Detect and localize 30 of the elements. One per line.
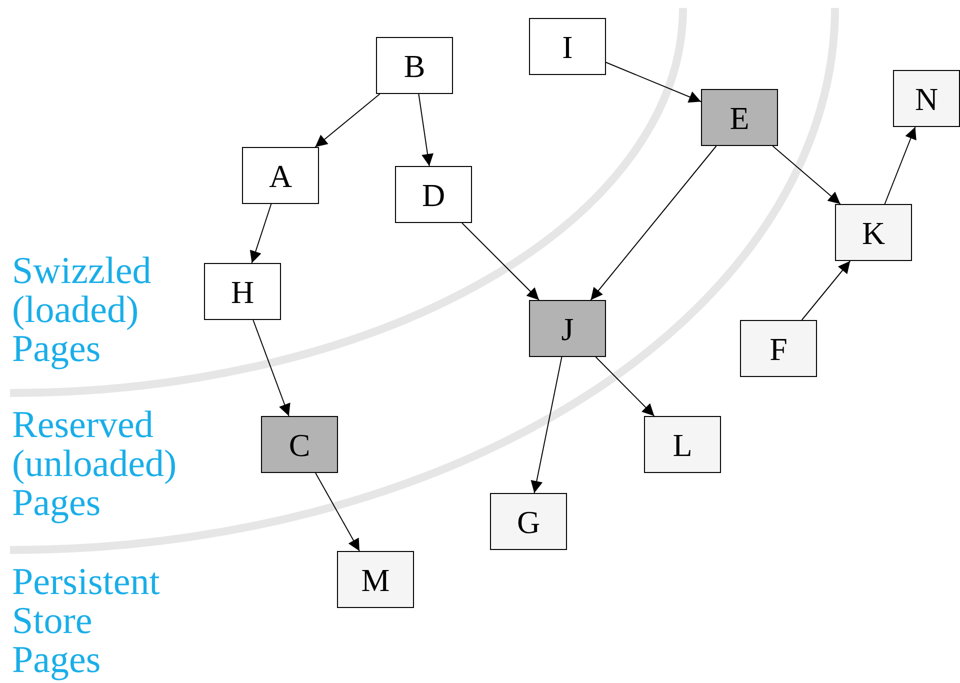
region-label: Reserved (unloaded) Pages [12, 406, 178, 523]
arrow [606, 62, 702, 103]
arrow [884, 126, 916, 204]
arrow [595, 356, 655, 416]
page-box: L [644, 416, 721, 473]
arrow [530, 356, 562, 494]
page-box: J [529, 300, 606, 357]
arrow [418, 94, 434, 166]
page-box: B [376, 37, 453, 94]
arrow [590, 146, 717, 300]
page-box: A [242, 147, 319, 204]
page-box: F [740, 320, 817, 377]
page-box: M [337, 551, 414, 608]
region-label: Persistent Store Pages [12, 563, 161, 680]
arrow [462, 222, 540, 300]
page-box: C [261, 416, 338, 473]
page-box: K [835, 204, 912, 261]
page-box: D [395, 166, 472, 223]
page-box: H [204, 263, 281, 320]
region-label: Swizzled (loaded) Pages [12, 252, 152, 369]
arrow [252, 320, 290, 416]
page-box: I [529, 18, 606, 75]
arrow [801, 260, 851, 320]
page-box: N [893, 70, 960, 127]
arrow [314, 94, 380, 148]
page-box: G [490, 493, 567, 550]
arrow [250, 204, 272, 264]
arrow [315, 472, 360, 552]
page-box: E [701, 89, 778, 146]
arrow [772, 146, 841, 204]
